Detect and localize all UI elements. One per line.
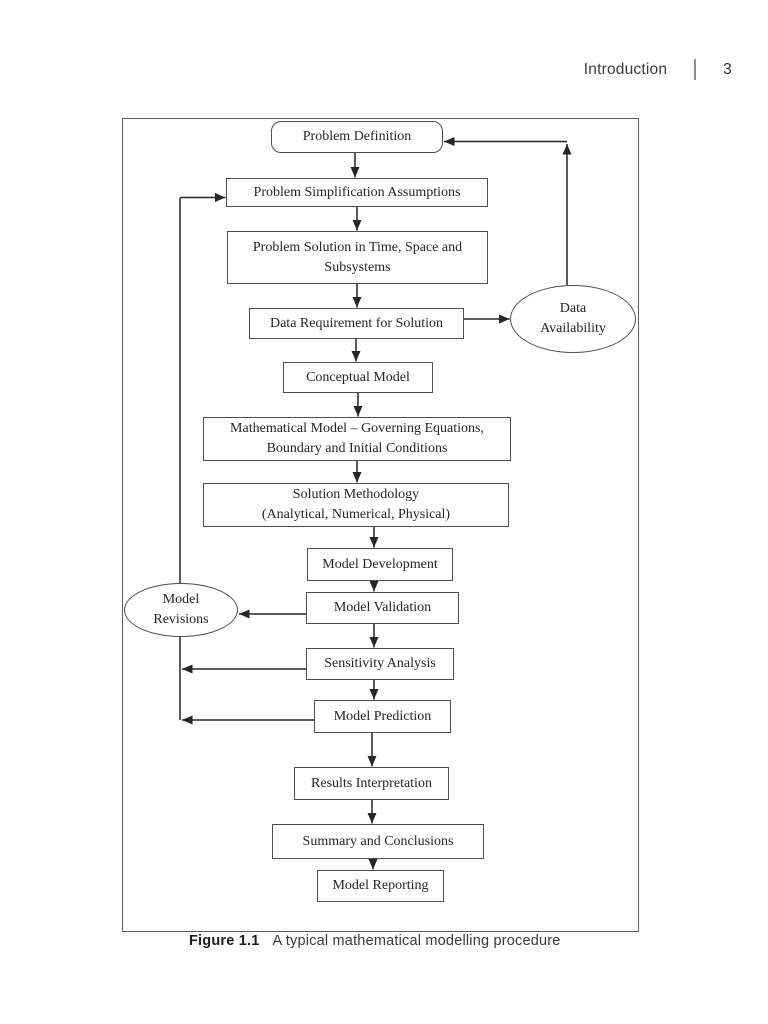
node-conceptual-model: Conceptual Model xyxy=(283,362,433,393)
header-divider xyxy=(694,59,697,80)
node-model-development: Model Development xyxy=(307,548,453,581)
figure-caption: Figure 1.1 A typical mathematical modell… xyxy=(189,933,561,949)
node-results-interpretation: Results Interpretation xyxy=(294,767,449,800)
node-sensitivity-analysis: Sensitivity Analysis xyxy=(306,648,454,680)
node-data-requirement: Data Requirement for Solution xyxy=(249,308,464,339)
node-model-revisions: Model Revisions xyxy=(124,583,238,637)
flowchart-frame: Problem Definition Problem Simplificatio… xyxy=(122,118,639,932)
node-problem-solution: Problem Solution in Time, Space and Subs… xyxy=(227,231,488,284)
page-header: Introduction 3 xyxy=(584,59,732,80)
figure-caption-label: Figure 1.1 xyxy=(189,933,260,949)
node-model-reporting: Model Reporting xyxy=(317,870,444,902)
flow-arrows xyxy=(179,137,572,870)
figure-caption-text: A typical mathematical modelling procedu… xyxy=(272,933,561,949)
node-data-availability: Data Availability xyxy=(510,285,636,353)
node-model-validation: Model Validation xyxy=(306,592,459,624)
node-mathematical-model: Mathematical Model – Governing Equations… xyxy=(203,417,511,461)
page-number: 3 xyxy=(723,60,732,78)
section-title: Introduction xyxy=(583,60,668,78)
node-summary-and-conclusions: Summary and Conclusions xyxy=(272,824,484,859)
node-problem-simplification-assumptions: Problem Simplification Assumptions xyxy=(226,178,488,207)
node-solution-methodology: Solution Methodology (Analytical, Numeri… xyxy=(203,483,509,527)
node-problem-definition: Problem Definition xyxy=(271,121,443,153)
node-model-prediction: Model Prediction xyxy=(314,700,451,733)
